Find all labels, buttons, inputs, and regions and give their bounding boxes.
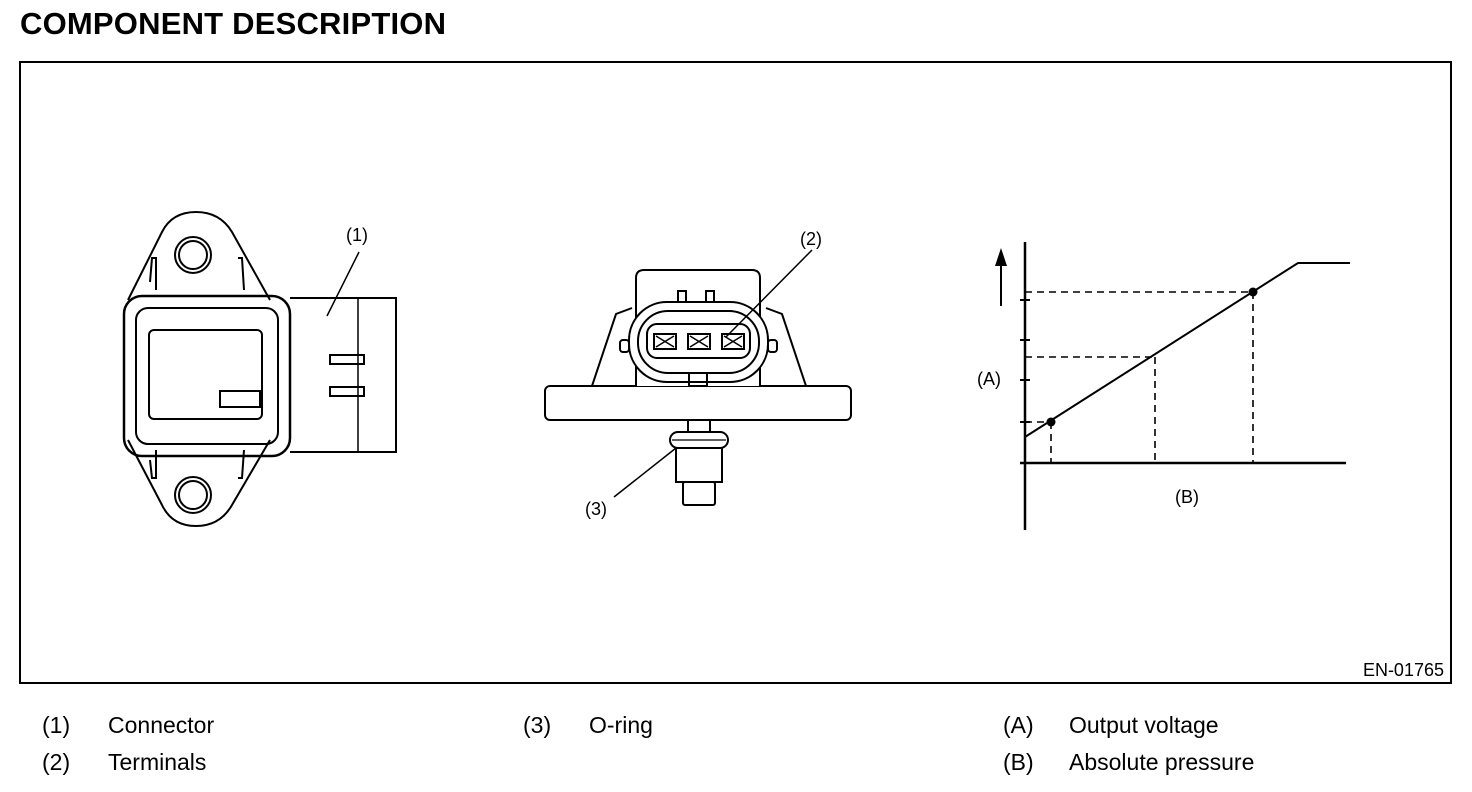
figure-frame [19, 61, 1452, 684]
legend-key: (1) [42, 712, 71, 738]
legend-key: (2) [42, 749, 71, 775]
figure-id: EN-01765 [1363, 660, 1444, 680]
graph-point-low [1046, 417, 1056, 427]
arrow-up-icon [995, 248, 1007, 266]
graph-y-label: (A) [977, 369, 1001, 389]
legend-label: Absolute pressure [1069, 749, 1255, 775]
page-title: COMPONENT DESCRIPTION [20, 6, 447, 41]
legend-label: O-ring [589, 712, 653, 738]
callout-connector: (1) [346, 225, 368, 245]
sensor-body-drawing [122, 210, 397, 528]
characteristic-graph [995, 242, 1350, 530]
legend-label: Terminals [108, 749, 207, 775]
legend-label: Output voltage [1069, 712, 1219, 738]
legend-label: Connector [108, 712, 215, 738]
sensor-front-drawing [544, 249, 852, 506]
legend-key: (B) [1003, 749, 1034, 775]
callout-oring: (3) [585, 499, 607, 519]
graph-x-label: (B) [1175, 487, 1199, 507]
legend-key: (A) [1003, 712, 1034, 738]
graph-characteristic-line [1024, 262, 1350, 438]
callout-terminals: (2) [800, 229, 822, 249]
graph-point-high [1248, 287, 1258, 297]
legend-key: (3) [523, 712, 552, 738]
